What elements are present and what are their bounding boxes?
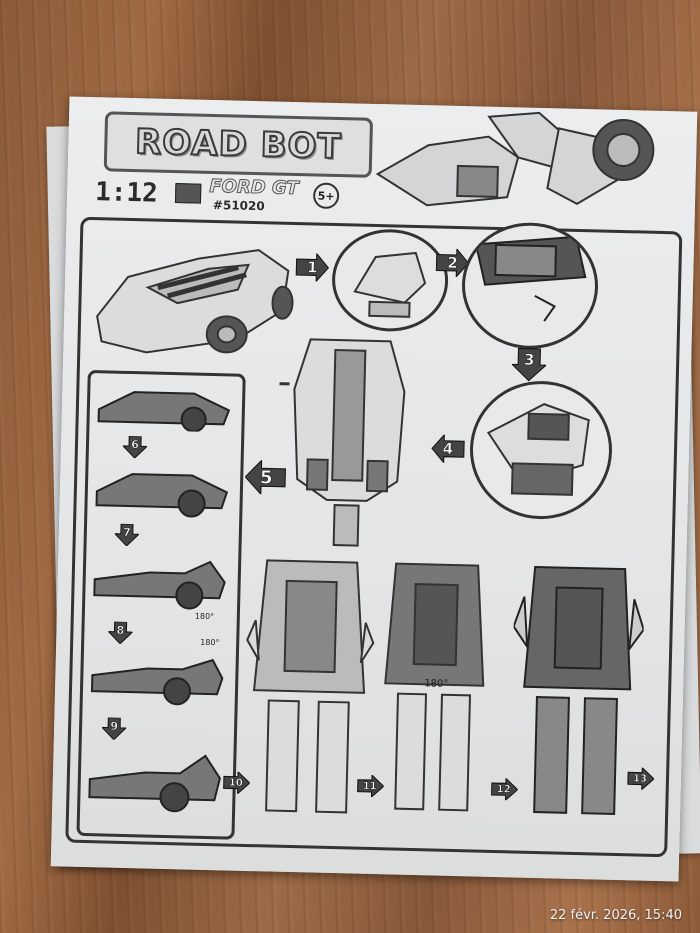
step-10-marker: 10: [222, 771, 251, 795]
scale-label: 1:12: [94, 177, 159, 209]
robot-header-illustration: [375, 111, 655, 207]
step-2-number: 2: [447, 253, 458, 272]
side-car-c: [93, 560, 226, 610]
step-13-number: 13: [632, 772, 648, 785]
step-8-marker: 8: [108, 621, 133, 645]
step-7-number: 7: [122, 525, 131, 539]
step-9-marker: 9: [101, 717, 127, 741]
step-2-circle: [460, 221, 600, 351]
step-11-number: 11: [362, 780, 377, 792]
instruction-sheet: ROAD BOT 1:12 FORD GT #51020 5+: [50, 96, 698, 882]
steps-6-9-panel: 6 7 180° 8 180° 9: [76, 369, 246, 840]
box-icon: [174, 183, 202, 204]
step-8-number: 8: [116, 623, 125, 637]
side-car-b: [95, 473, 229, 518]
logo-text: ROAD BOT: [134, 121, 343, 168]
step-9-number: 9: [110, 719, 119, 733]
step-7-marker: 7: [114, 523, 140, 547]
side-car-a: [97, 391, 231, 433]
side-car-e: [88, 754, 221, 813]
center-transform-illustration: [275, 338, 406, 547]
step-13-marker: 13: [626, 767, 655, 790]
step-12-number: 12: [496, 783, 511, 795]
step-10-number: 10: [228, 777, 243, 789]
step-4-number: 4: [442, 439, 454, 458]
step-2-marker: 2: [434, 248, 471, 278]
robot-step-11: [384, 562, 485, 812]
step-6-marker: 6: [122, 435, 148, 459]
step-5-number: 5: [259, 466, 273, 489]
instructions-frame: 1 2 3 4: [65, 216, 683, 858]
age-badge: 5+: [312, 182, 340, 210]
part-number: #51020: [212, 197, 265, 214]
robot-step-12: [512, 565, 645, 815]
step-1-marker: 1: [294, 252, 331, 282]
step-6-number: 6: [131, 437, 140, 451]
step-3-circle: [468, 379, 614, 521]
step-1-number: 1: [306, 258, 318, 277]
car-illustration: [96, 249, 294, 354]
step-4-marker: 4: [430, 434, 467, 464]
step-3-number: 3: [523, 350, 535, 369]
step-1-circle: [330, 227, 450, 333]
rotation-label-b: 180°: [200, 637, 220, 648]
rotation-label-c: 180°: [424, 678, 449, 690]
side-car-d: [90, 658, 224, 706]
step-3-marker: 3: [511, 346, 547, 383]
rotation-label-a: 180°: [194, 611, 215, 622]
robot-step-10: [246, 559, 375, 814]
step-12-marker: 12: [489, 777, 518, 801]
roadbot-logo: ROAD BOT: [103, 111, 374, 178]
step-5-marker: 5: [244, 459, 288, 495]
photo-timestamp: 22 févr. 2026, 15:40: [549, 908, 682, 923]
model-name: FORD GT: [209, 175, 300, 200]
step-11-marker: 11: [355, 774, 385, 798]
